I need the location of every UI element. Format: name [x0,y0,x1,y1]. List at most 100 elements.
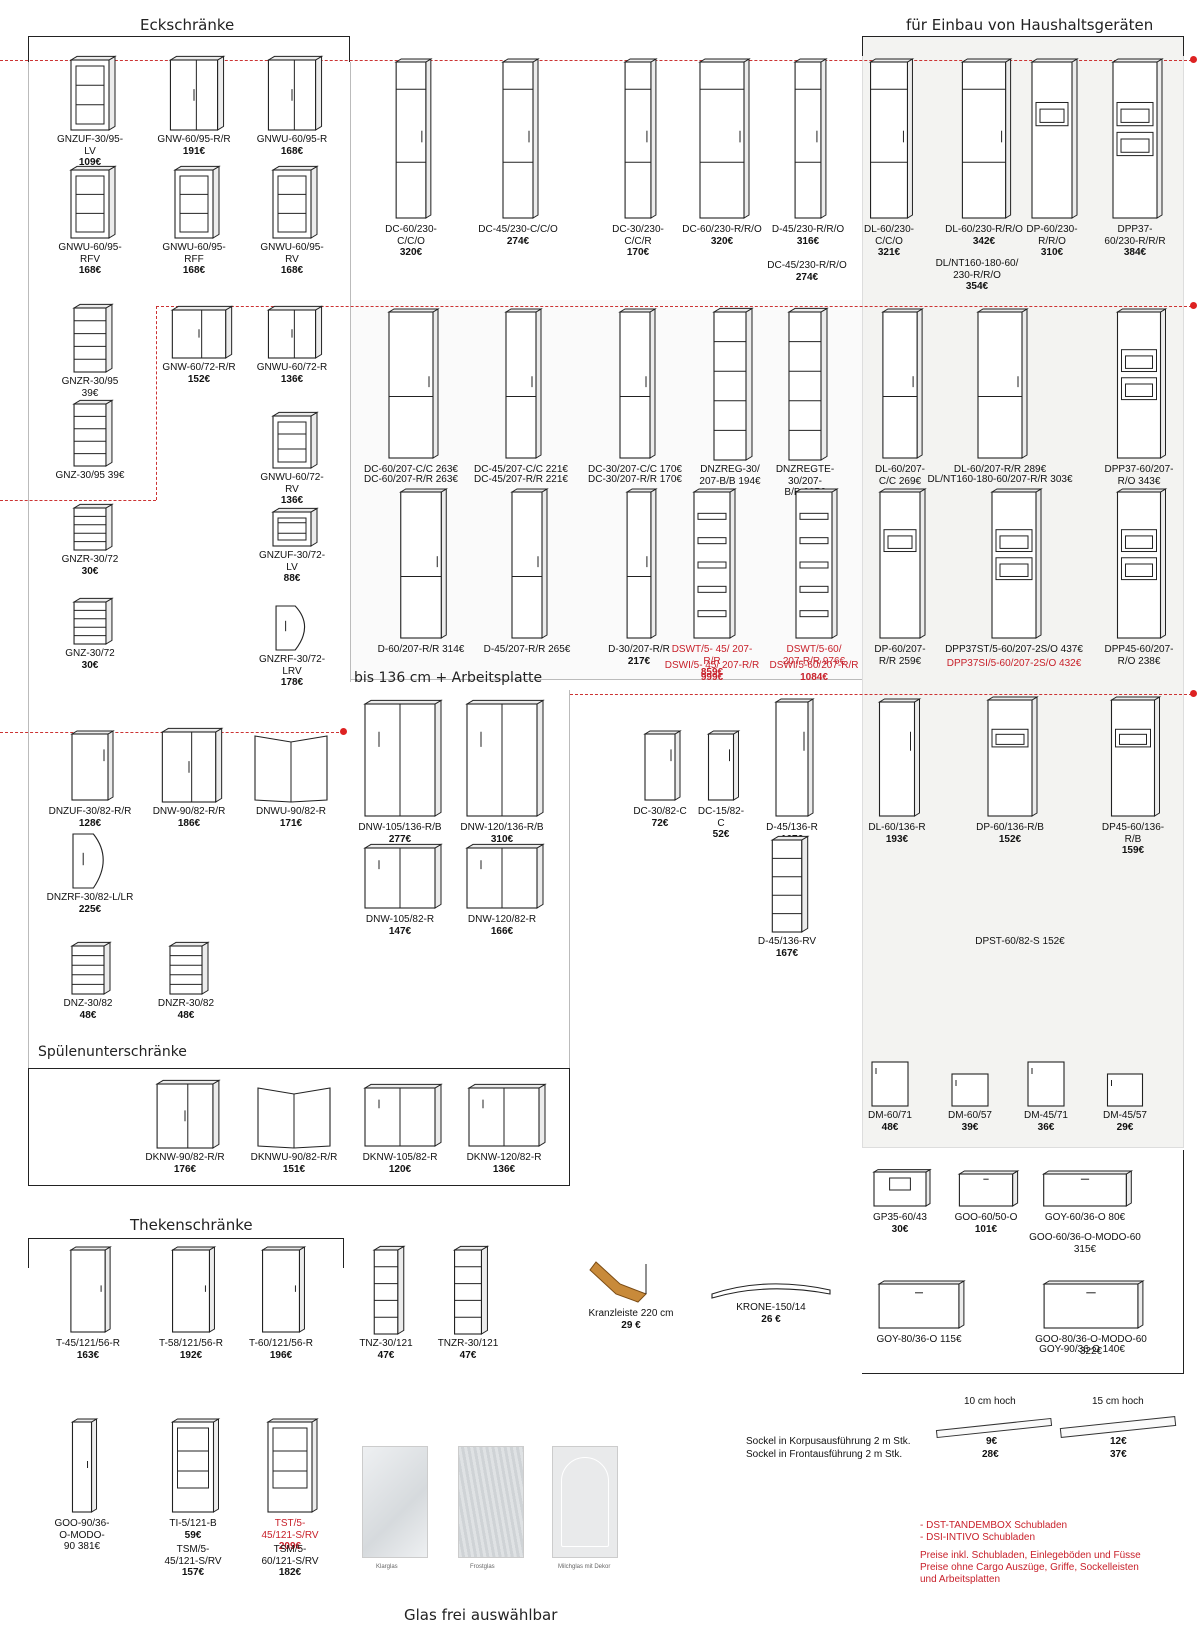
item-label: DC-45/230-R/R/O [767,260,847,271]
catalog-item: DPP45-60/207- R/O 238€ [1096,486,1182,667]
item-price: 859€ [700,667,724,678]
item-label: DSWI/5-60/207-R/R [769,660,859,671]
item-label: GNWU-60/95-RFV [58,242,122,265]
theken-bracket [28,1238,344,1268]
item-label: DNW-90/82-R/R [152,806,226,817]
item-price: 30€ [891,1223,909,1235]
item-label: GOO-60/36-O-MODO-60 315€ [1029,1232,1141,1255]
item-price: 168€ [280,145,304,157]
item-label: GOY-90/36-O 140€ [1039,1344,1125,1355]
item-price: 171€ [279,817,303,829]
note-preise-ohne: Preise ohne Cargo Auszüge, Griffe, Socke… [920,1562,1139,1573]
cabinet-drawing [501,58,540,219]
guide-marker-3 [340,728,347,735]
cabinet-drawing [271,411,319,469]
catalog-item: GOO-80/36-O-MODO-60 322€ [1024,1276,1158,1357]
cabinet-drawing [871,1061,909,1107]
cabinet-drawing [712,307,754,461]
glass-name-milchglas: Milchglas mit Dekor [558,1564,611,1570]
item-price: 316€ [796,235,820,247]
eckschraenke-bracket [28,36,350,62]
item-label: GNWU-60/95-RFF [162,242,226,265]
cabinet-drawing [70,730,115,801]
cabinet-drawing [625,488,658,639]
catalog-item: GOY-90/36-O 140€ [1006,1344,1158,1356]
cabinet-drawing [72,503,114,551]
catalog-item: D-45/207-R/R 265€ [472,486,582,656]
cabinet-drawing [510,488,549,639]
item-label: DNZRF-30/82-L/LR [46,892,134,903]
item-label: GOY-60/36-O 80€ [1044,1212,1126,1223]
item-label: DNW-120/82-R [467,914,537,925]
cabinet-drawing [957,1170,1020,1207]
glass-name-klarglas: Klarglas [376,1564,398,1570]
item-label: TNZR-30/121 [437,1338,499,1349]
guide-marker-4 [1190,690,1197,697]
cabinet-drawing [770,835,810,933]
item-price: 274€ [795,271,819,283]
cabinet-drawing [266,1418,319,1513]
catalog-item: DNZREG-30/ 207-B/B 194€ [690,306,770,487]
cabinet-drawing [774,698,815,817]
item-price: 1084€ [800,671,828,683]
item-price: 101€ [974,1223,998,1235]
cabinet-drawing [872,1168,932,1207]
item-label: DC-60/207-R/R 263€ [364,474,458,485]
item-label: D-45/136-RV [757,936,817,947]
item-price: 217€ [627,655,651,667]
item-price: 196€ [269,1349,293,1361]
item-label: DP-60/136-R/B [976,822,1044,833]
item-label: GNZ-30/95 39€ [55,470,125,481]
cabinet-drawing [69,165,117,239]
glass-sample-frostglas [458,1446,524,1558]
cabinet-drawing [794,488,839,639]
catalog-item: DC-60/207-C/C 263€ [356,306,466,476]
section-title-spuelen: Spülenunterschränke [38,1044,187,1060]
item-price: 167€ [775,947,799,959]
cabinet-drawing [878,488,927,639]
dashed-guide-2 [156,306,1192,307]
cabinet-drawing [1030,58,1079,219]
item-label: T-60/121/56-R [249,1338,313,1349]
cabinet-drawing [69,1246,112,1333]
item-price: 147€ [388,925,412,937]
item-price: 193€ [885,833,909,845]
cabinet-drawing [623,58,658,219]
item-price: 191€ [182,145,206,157]
cabinet-drawing [394,58,433,219]
item-price: 182€ [278,1567,302,1578]
cabinet-drawing [266,305,324,359]
item-price: 999€ [700,671,724,683]
item-price: 310€ [1040,247,1064,258]
cabinet-drawing [170,1246,217,1333]
cabinet-drawing [706,730,741,801]
item-label: DPP45-60/207- R/O 238€ [1104,644,1174,667]
dashed-guide-1 [0,60,1192,61]
item-price: 39€ [961,1121,979,1133]
item-label: DC-30/207-C/C 170€ [588,464,682,475]
catalog-item: DNZREGTE-30/207- B/B 205€ [760,306,850,499]
item-label: Kranzleiste 220 cm [588,1308,674,1319]
catalog-item: GOY-80/36-O 115€ [862,1276,976,1346]
cabinet-drawing [266,55,324,131]
cabinet-drawing [1106,1073,1144,1107]
item-price: 152€ [187,373,211,385]
catalog-item: D-60/207-R/R 314€ [376,486,466,656]
cabinet-drawing [976,308,1029,459]
